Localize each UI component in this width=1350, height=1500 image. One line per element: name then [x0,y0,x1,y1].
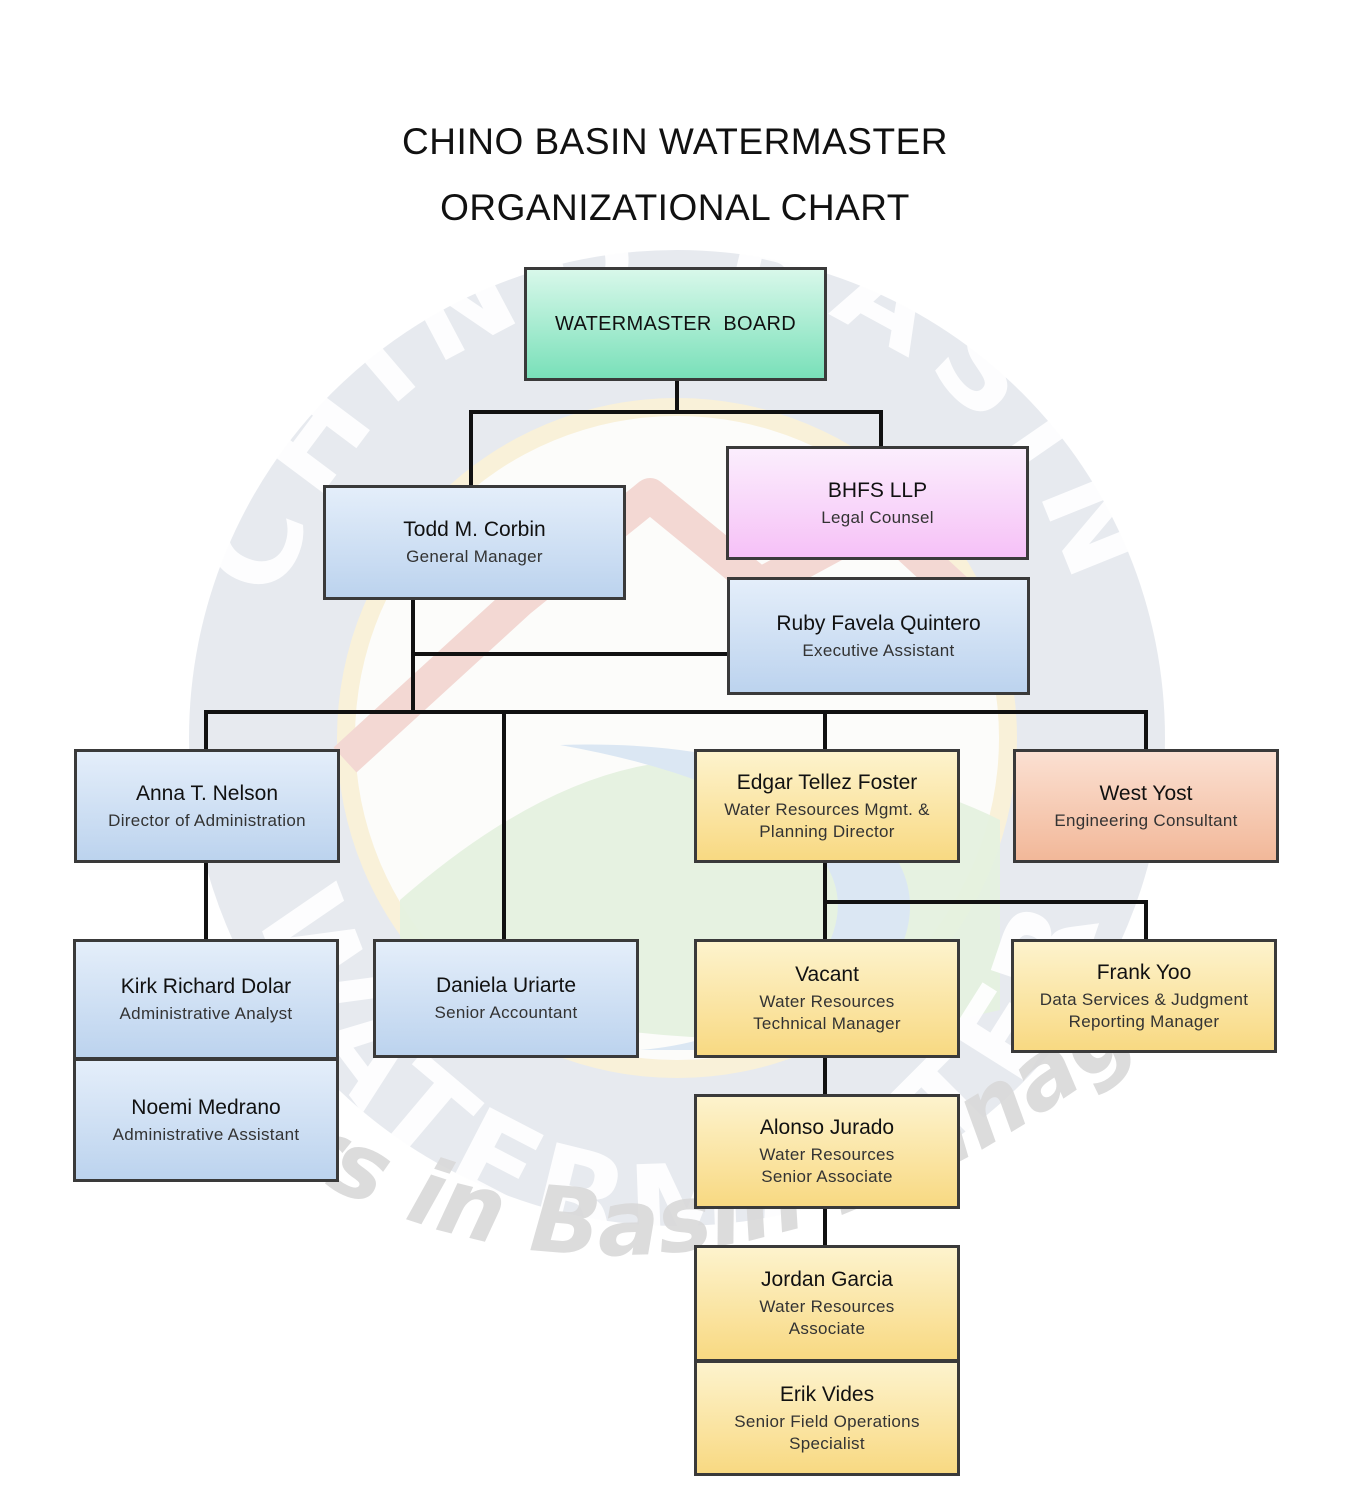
general-manager-box[interactable]: Todd M. Corbin General Manager [323,485,626,600]
general-manager-role: General Manager [406,547,543,566]
admin-assistant-box[interactable]: Noemi Medrano Administrative Assistant [73,1058,339,1182]
field-ops-box[interactable]: Erik Vides Senior Field Operations Speci… [694,1360,960,1476]
tech-manager-role-line-2: Technical Manager [753,1014,901,1033]
watermaster-board-box[interactable]: WATERMASTER BOARD [524,267,827,381]
wr-director-name: Edgar Tellez Foster [736,770,918,794]
director-admin-name: Anna T. Nelson [135,781,279,805]
director-admin-box[interactable]: Anna T. Nelson Director of Administratio… [74,749,340,863]
executive-assistant-box[interactable]: Ruby Favela Quintero Executive Assistant [727,577,1030,695]
admin-analyst-role: Administrative Analyst [119,1004,293,1023]
admin-assistant-name: Noemi Medrano [131,1095,281,1119]
senior-accountant-role: Senior Accountant [434,1003,578,1022]
tech-manager-box[interactable]: Vacant Water Resources Technical Manager [694,939,960,1058]
field-ops-name: Erik Vides [779,1382,875,1406]
wr-director-role-line-2: Planning Director [759,821,895,841]
associate-box[interactable]: Jordan Garcia Water Resources Associate [694,1245,960,1362]
wr-director-role-line-1: Water Resources Mgmt. & [724,799,930,819]
associate-role-line-2: Associate [788,1319,866,1338]
associate-name: Jordan Garcia [761,1268,893,1291]
senior-associate-role-line-2: Senior Associate [761,1167,893,1186]
field-ops-role-line-2: Specialist [789,1433,865,1453]
director-admin-role: Director of Administration [108,810,306,830]
board-label: WATERMASTER BOARD [555,312,796,335]
tech-manager-role-line-1: Water Resources [759,992,895,1011]
general-manager-name: Todd M. Corbin [403,518,546,541]
senior-associate-role-line-1: Water Resources [759,1145,895,1164]
engineering-consultant-name: West Yost [1099,781,1193,805]
legal-counsel-name: BHFS LLP [827,478,928,502]
data-services-role-line-1: Data Services & Judgment [1039,989,1249,1009]
legal-counsel-box[interactable]: BHFS LLP Legal Counsel [726,446,1029,560]
engineering-consultant-box[interactable]: West Yost Engineering Consultant [1013,749,1279,863]
wr-director-box[interactable]: Edgar Tellez Foster Water Resources Mgmt… [694,749,960,863]
legal-counsel-role: Legal Counsel [821,507,934,527]
data-services-role-line-2: Reporting Manager [1068,1011,1220,1031]
admin-analyst-name: Kirk Richard Dolar [120,975,292,998]
senior-accountant-box[interactable]: Daniela Uriarte Senior Accountant [373,939,639,1058]
executive-assistant-role: Executive Assistant [802,640,955,660]
data-services-name: Frank Yoo [1096,960,1192,984]
engineering-consultant-role: Engineering Consultant [1054,810,1238,830]
associate-role-line-1: Water Resources [759,1297,895,1316]
senior-associate-box[interactable]: Alonso Jurado Water Resources Senior Ass… [694,1094,960,1209]
senior-accountant-name: Daniela Uriarte [435,974,577,997]
chart-title-line-2: ORGANIZATIONAL CHART [440,187,910,228]
senior-associate-name: Alonso Jurado [759,1116,895,1139]
tech-manager-name: Vacant [795,963,859,986]
admin-analyst-box[interactable]: Kirk Richard Dolar Administrative Analys… [73,939,339,1060]
executive-assistant-name: Ruby Favela Quintero [776,611,981,635]
admin-assistant-role: Administrative Assistant [112,1124,300,1144]
chart-title-line-1: CHINO BASIN WATERMASTER [402,121,948,162]
field-ops-role-line-1: Senior Field Operations [734,1411,920,1431]
data-services-box[interactable]: Frank Yoo Data Services & Judgment Repor… [1011,939,1277,1053]
